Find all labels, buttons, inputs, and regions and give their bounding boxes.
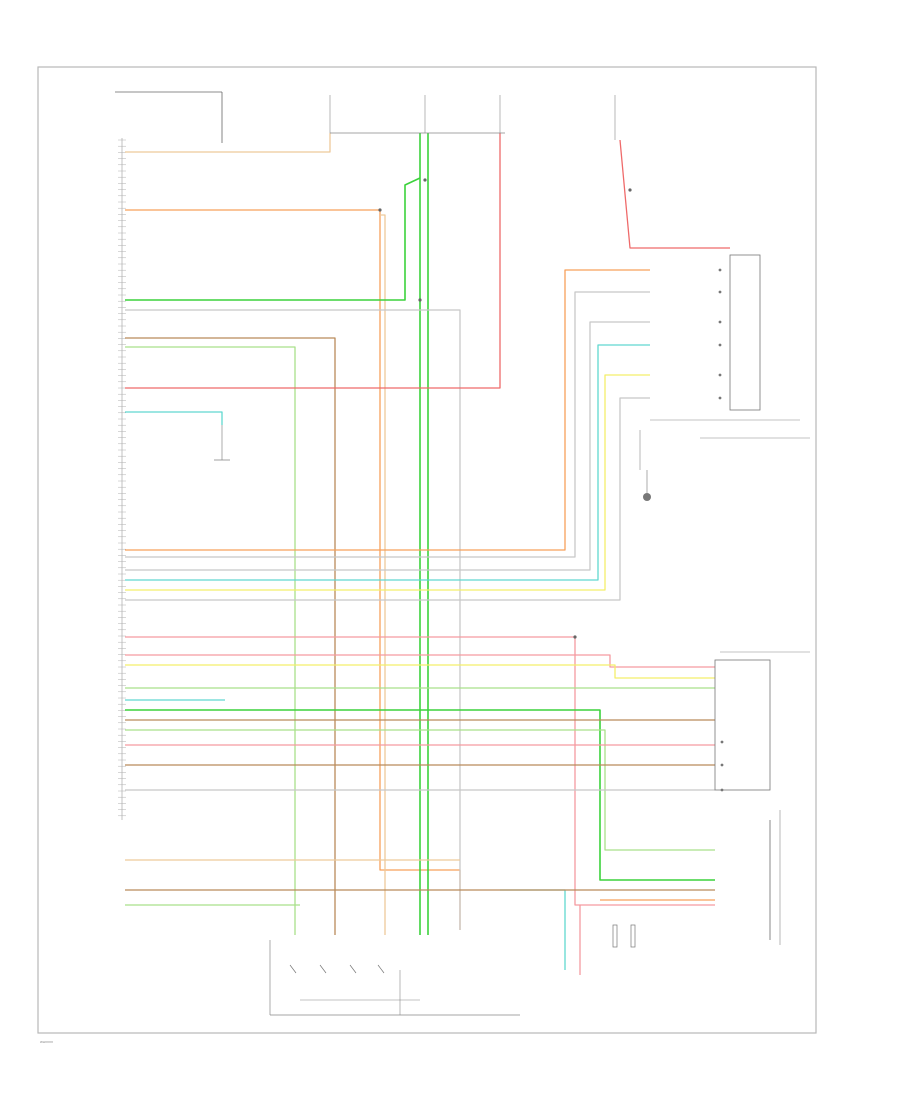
wire-brown xyxy=(125,337,336,935)
splice-dot-icon xyxy=(418,298,422,302)
seat-switch-cluster xyxy=(269,940,520,1016)
footer-code: WHXXXX xyxy=(40,1040,53,1044)
splice-dot-icon xyxy=(378,208,382,212)
switch-contact-icon xyxy=(720,763,724,767)
wire-tan xyxy=(125,133,331,153)
switch-contact-icon xyxy=(718,268,722,272)
wire-gray xyxy=(125,291,650,558)
switch-contact-icon xyxy=(720,740,724,744)
wire-layer xyxy=(125,133,730,975)
switch-contact-icon xyxy=(718,373,722,377)
wire-pink xyxy=(125,636,715,906)
fuse-feed-area xyxy=(115,91,616,143)
wire-tan xyxy=(380,214,386,935)
splice-dot-icon xyxy=(628,188,632,192)
connector-pin-icon xyxy=(612,924,618,948)
ground-symbol-icon xyxy=(214,425,230,461)
splice-dot-icon xyxy=(573,635,577,639)
wire-yellow xyxy=(125,664,715,679)
wire-cyan xyxy=(500,889,566,970)
wire-green xyxy=(125,177,421,301)
door-lock-switch-block xyxy=(769,810,781,945)
connector-pin-icon xyxy=(630,924,636,948)
module-connector-pins xyxy=(118,138,126,820)
wire-yellow xyxy=(125,374,650,591)
switch-contact-icon xyxy=(718,343,722,347)
wire-red xyxy=(619,139,730,249)
wire-cyan xyxy=(125,344,650,581)
window-switch-block xyxy=(714,651,810,791)
wire-green xyxy=(125,709,715,881)
wire-red xyxy=(125,133,501,389)
wire-gray xyxy=(125,321,650,571)
switch-contact-icon xyxy=(349,964,357,974)
switch-contact-icon xyxy=(718,396,722,400)
wire-gray xyxy=(125,309,461,930)
switch-contact-icon xyxy=(377,964,385,974)
switch-contact-icon xyxy=(289,964,297,974)
wire-orange xyxy=(125,269,650,551)
switch-contact-icon xyxy=(718,290,722,294)
wire-cyan xyxy=(125,411,223,425)
mirror-switch-block xyxy=(650,254,810,439)
switch-contact-icon xyxy=(718,320,722,324)
switch-contact-icon xyxy=(319,964,327,974)
ground-symbol-icon xyxy=(643,470,651,501)
splice-dot-icon xyxy=(423,178,427,182)
wire-pink xyxy=(125,654,715,668)
diagram-frame xyxy=(37,66,817,1034)
wire-gray xyxy=(125,397,650,601)
wire-light-green xyxy=(125,346,296,935)
